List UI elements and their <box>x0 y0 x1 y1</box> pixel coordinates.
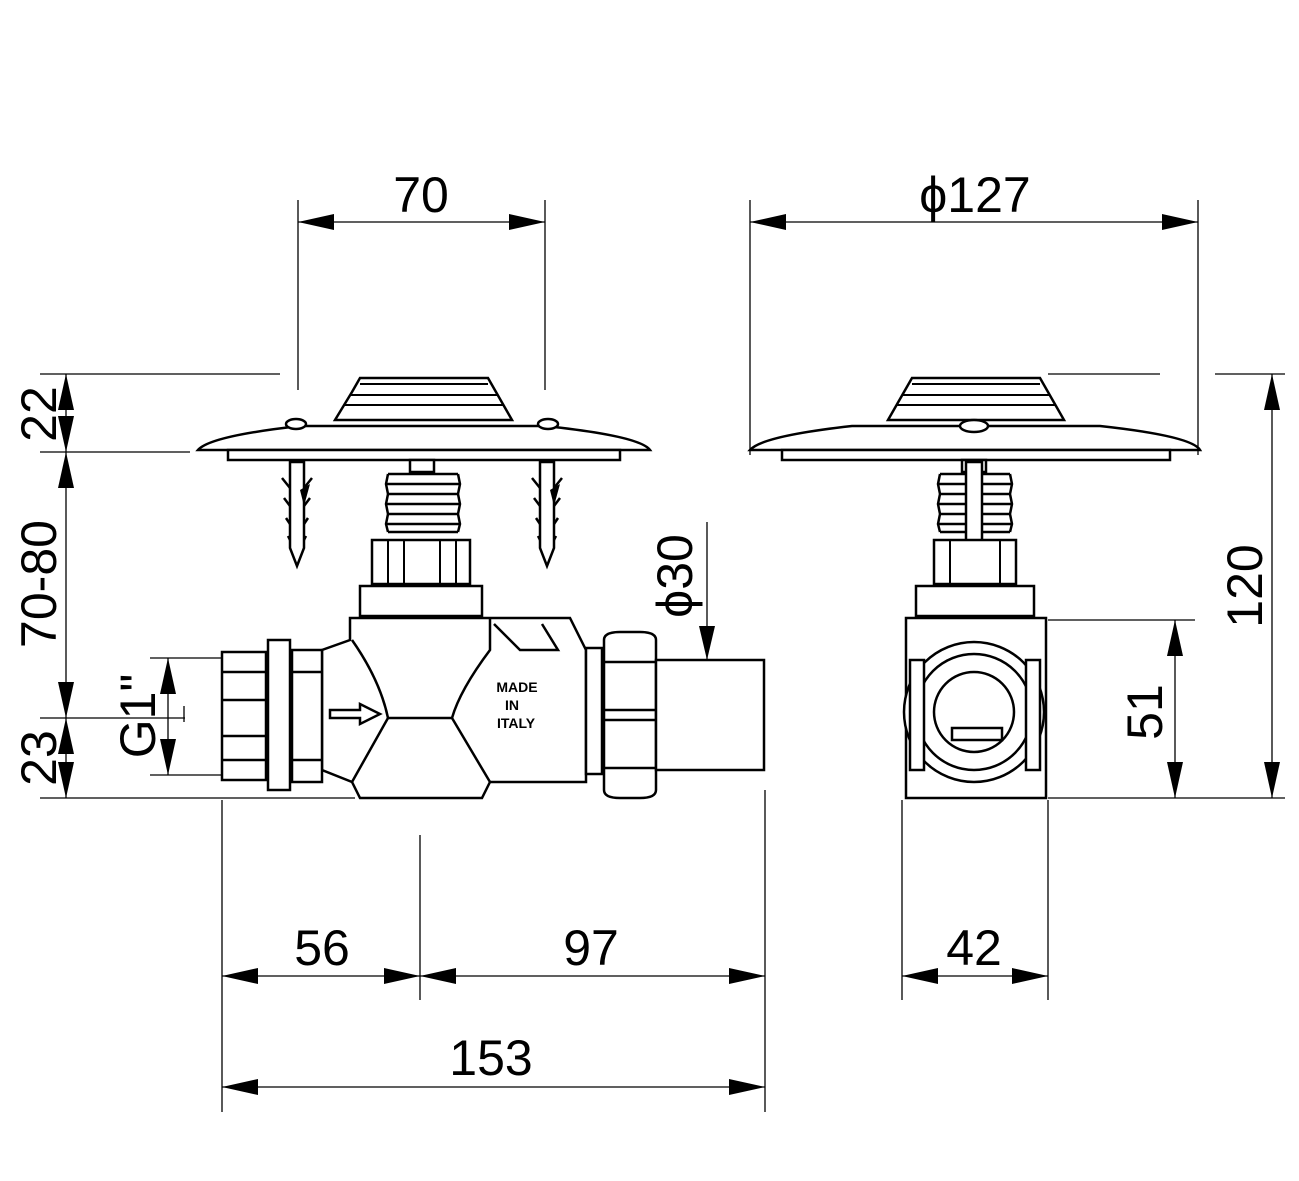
dim-total-height: 120 <box>1217 544 1273 627</box>
dim-diameter-top: ϕ127 <box>919 167 1030 223</box>
valve-side-view <box>747 376 1203 800</box>
valve-front-view: MADE IN ITALY <box>195 376 766 800</box>
dim-axis-height: 51 <box>1117 684 1173 740</box>
marking-italy: ITALY <box>497 715 536 731</box>
dim-width-top: 70 <box>393 167 449 223</box>
dimension-lines <box>40 200 1285 1112</box>
dim-body-width: 42 <box>946 920 1002 976</box>
dim-height-low: 23 <box>11 730 67 786</box>
dim-thread: G1" <box>110 674 166 758</box>
dim-pipe-diameter: ϕ30 <box>647 534 703 618</box>
marking-in: IN <box>505 697 519 713</box>
dim-width-left: 56 <box>294 920 350 976</box>
dim-total-length: 153 <box>449 1030 532 1086</box>
dim-depth-range: 70-80 <box>11 520 67 648</box>
marking-made: MADE <box>496 679 537 695</box>
dim-width-right: 97 <box>563 920 619 976</box>
dimension-labels: 70 ϕ127 22 70-80 23 G1" ϕ30 120 51 56 97… <box>11 167 1273 1086</box>
dim-height-cap: 22 <box>11 386 67 442</box>
